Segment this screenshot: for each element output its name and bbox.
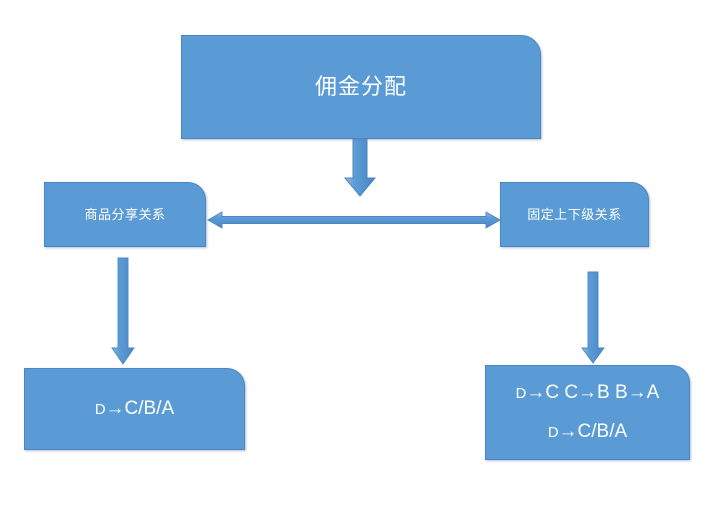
arrow-hierarchy-down xyxy=(581,271,605,364)
arrow-root-down xyxy=(343,138,377,197)
node-share-result-label: D→C/B/A xyxy=(95,396,174,422)
node-hierarchy-result-line1: D→C C→B B→A xyxy=(516,380,660,406)
node-hierarchy-result[interactable]: D→C C→B B→A D→C/B/A xyxy=(485,365,690,460)
node-hierarchy-result-line2: D→C/B/A xyxy=(548,419,627,445)
hierarchy-result-line2-prefix: D xyxy=(547,425,559,442)
arrow-share-down xyxy=(111,257,135,365)
node-product-share-relation[interactable]: 商品分享关系 xyxy=(44,182,206,247)
share-result-rest: →C/B/A xyxy=(105,398,175,420)
node-fixed-hierarchy-relation[interactable]: 固定上下级关系 xyxy=(500,182,649,247)
hierarchy-result-line1-rest: →C C→B B→A xyxy=(526,381,660,403)
share-result-prefix: D xyxy=(94,402,106,419)
node-share-result[interactable]: D→C/B/A xyxy=(24,368,245,450)
arrow-share-hierarchy-double xyxy=(207,211,501,229)
node-root-label: 佣金分配 xyxy=(314,74,407,100)
node-hierarchy-label: 固定上下级关系 xyxy=(527,206,622,222)
hierarchy-result-line2-rest: →C/B/A xyxy=(558,421,628,443)
node-share-label: 商品分享关系 xyxy=(84,206,166,222)
node-commission-allocation[interactable]: 佣金分配 xyxy=(181,35,541,139)
hierarchy-result-line1-prefix: D xyxy=(515,385,527,402)
